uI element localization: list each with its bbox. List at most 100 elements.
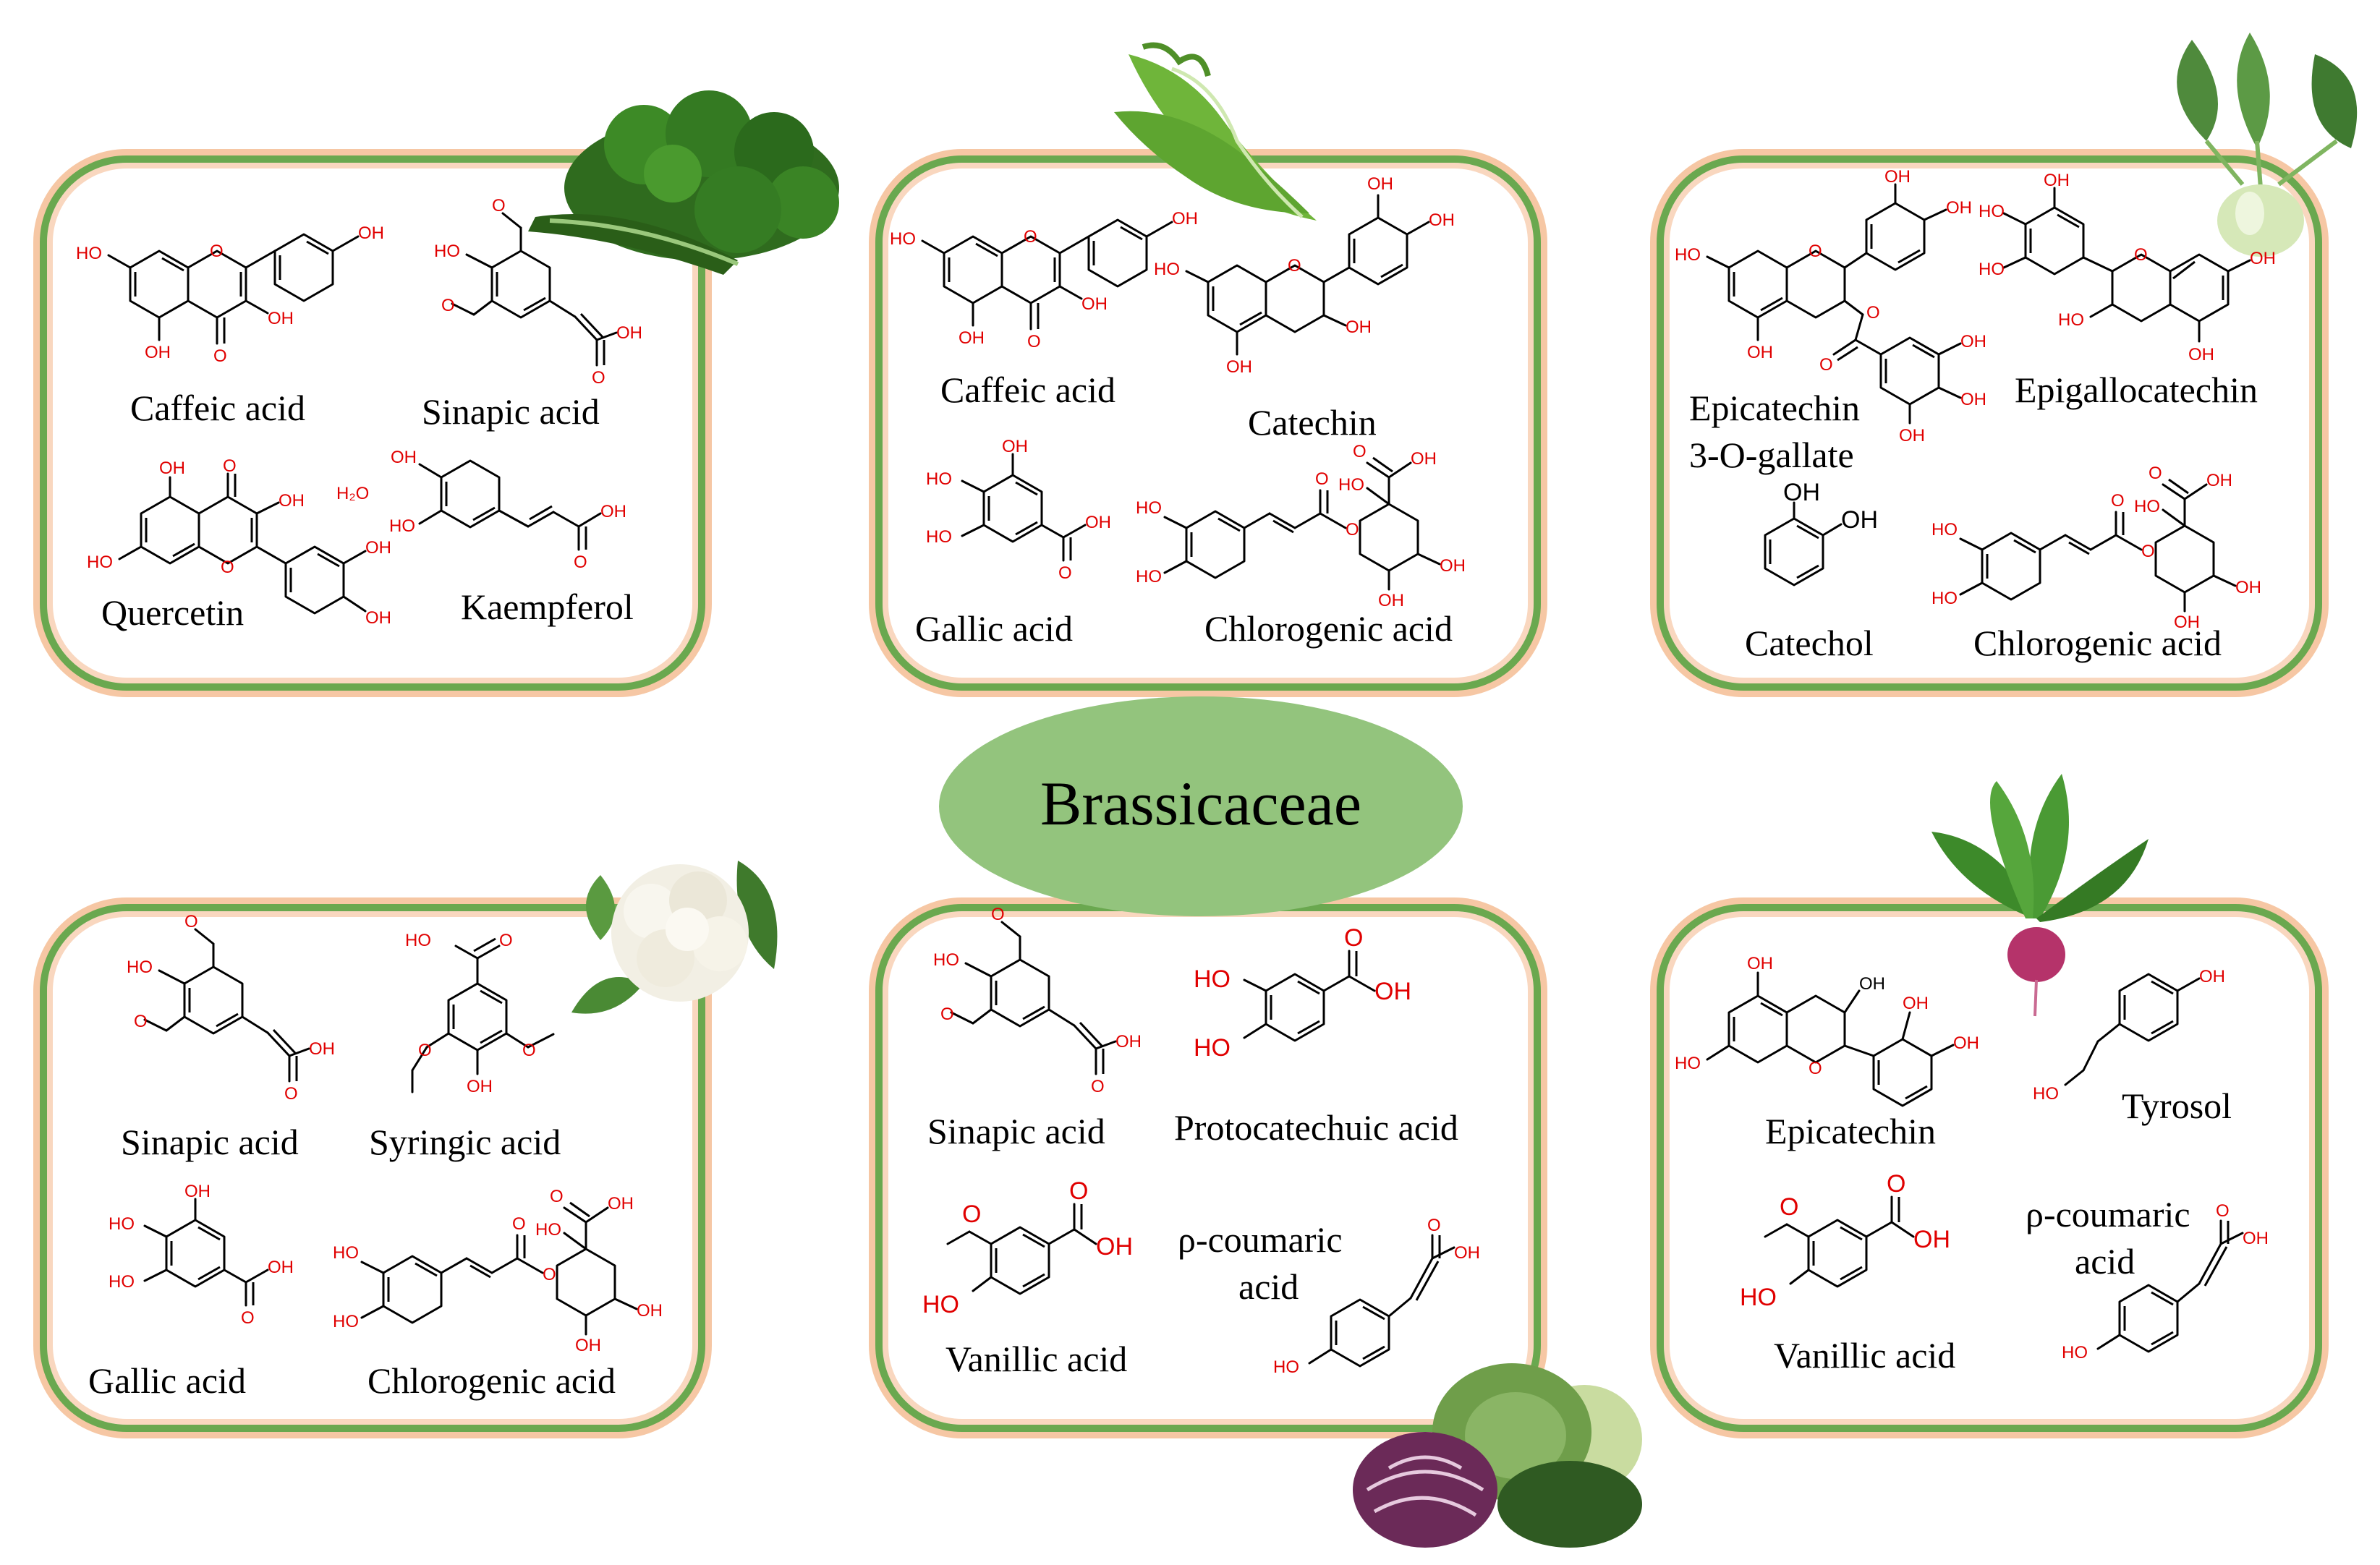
svg-text:OH: OH [1378, 591, 1404, 610]
kohlrabi-chlorogenic-acid-structure: HO HO O O HO OH O OH OH [1931, 464, 2261, 632]
kohlrabi-icon [2177, 33, 2358, 257]
svg-text:OH: OH [1841, 506, 1878, 534]
svg-text:HO: HO [933, 950, 959, 970]
radish-label-p-coumaric: ρ-coumaric [2026, 1194, 2190, 1234]
svg-text:O: O [940, 1005, 954, 1024]
svg-text:O: O [2149, 464, 2162, 483]
svg-text:OH: OH [467, 1077, 493, 1096]
cauliflower-label-sinapic-acid: Sinapic acid [121, 1122, 299, 1162]
svg-text:HO: HO [389, 516, 415, 536]
svg-text:HO: HO [2058, 310, 2084, 330]
svg-text:OH: OH [279, 491, 305, 511]
mustard-label-caffeic-acid: Caffeic acid [940, 370, 1115, 410]
svg-text:OH: OH [1960, 390, 1986, 409]
svg-text:HO: HO [1931, 589, 1958, 608]
syringic-acid-structure: HO O O O OH [405, 931, 555, 1096]
svg-text:HO: HO [1194, 1034, 1231, 1062]
mustard-label-gallic-acid: Gallic acid [915, 608, 1073, 649]
radish-label-vanillic-acid: Vanillic acid [1774, 1335, 1956, 1376]
svg-text:O: O [210, 242, 224, 261]
svg-text:OH: OH [1884, 167, 1911, 187]
svg-text:HO: HO [1136, 567, 1162, 587]
svg-text:OH: OH [2235, 578, 2261, 597]
mustard-label-catechin: Catechin [1248, 402, 1377, 443]
cabbage-vanillic-acid-structure: O HO O OH [922, 1177, 1133, 1318]
svg-text:HO: HO [109, 1272, 135, 1292]
svg-text:O: O [241, 1308, 255, 1328]
svg-text:HO: HO [87, 553, 113, 572]
svg-text:O: O [1058, 563, 1072, 583]
svg-text:O: O [1315, 469, 1329, 489]
radish-epicatechin-structure: OH HO O OH OH OH [1675, 954, 1979, 1107]
svg-text:HO: HO [2134, 497, 2160, 516]
svg-text:HO: HO [434, 242, 460, 261]
mustard-caffeic-acid-structure: O OH O OH HO OH [890, 209, 1198, 351]
kale-compounds-box [40, 155, 705, 691]
svg-text:OH: OH [2174, 613, 2200, 632]
kale-label-caffeic-acid: Caffeic acid [130, 388, 305, 428]
svg-text:HO: HO [109, 1214, 135, 1234]
mustard-greens-icon [1114, 42, 1317, 221]
svg-text:O: O [512, 1214, 526, 1234]
svg-text:O: O [492, 196, 506, 216]
svg-text:OH: OH [575, 1336, 601, 1355]
cabbage-icon [1353, 1363, 1642, 1548]
protocatechuic-acid-structure: HO HO O OH [1194, 924, 1411, 1062]
brassicaceae-ellipse: Brassicaceae [939, 696, 1463, 916]
svg-text:O: O [1809, 242, 1822, 261]
svg-text:HO: HO [1740, 1284, 1777, 1311]
svg-text:OH: OH [358, 223, 384, 243]
cauliflower-sinapic-acid-structure: O HO O OH O [127, 912, 335, 1104]
svg-text:OH: OH [1747, 343, 1773, 362]
cabbage-label-sinapic-acid: Sinapic acid [927, 1111, 1105, 1151]
svg-text:OH: OH [159, 459, 185, 478]
svg-text:OH: OH [1960, 332, 1986, 351]
radish-icon [1931, 774, 2149, 1017]
sinapic-acid-structure: O HO O OH O [434, 196, 642, 388]
svg-text:HO: HO [1136, 498, 1162, 518]
svg-text:O: O [1427, 1216, 1441, 1235]
svg-text:HO: HO [1338, 475, 1364, 495]
brassicaceae-title: Brassicaceae [1040, 769, 1361, 838]
svg-text:HO: HO [333, 1312, 359, 1331]
svg-text:HO: HO [1154, 260, 1180, 279]
svg-text:OH: OH [268, 1258, 294, 1277]
cauliflower-chlorogenic-acid-structure: HO HO O O HO OH O OH OH [333, 1187, 663, 1355]
cabbage-compounds-box [875, 904, 1541, 1432]
svg-text:OH: OH [1172, 209, 1198, 229]
cabbage-p-coumaric-acid-structure: HO OH O [1273, 1216, 1480, 1377]
catechin-structure: O HO OH OH OH OH [1154, 174, 1455, 377]
svg-text:HO: HO [1979, 202, 2005, 221]
svg-text:O: O [1069, 1177, 1088, 1205]
svg-text:OH: OH [608, 1194, 634, 1214]
svg-text:O: O [991, 905, 1005, 924]
kohlrabi-compounds-box [1657, 155, 2322, 691]
svg-text:OH: OH [365, 608, 391, 628]
svg-text:O: O [1819, 355, 1833, 375]
svg-text:O: O [213, 346, 227, 366]
svg-text:OH: OH [1096, 1233, 1133, 1261]
cabbage-sinapic-acid-structure: O HO O OH O [933, 905, 1142, 1096]
svg-text:OH: OH [1411, 449, 1437, 469]
svg-text:O: O [1809, 1059, 1822, 1078]
svg-text:O: O [499, 931, 513, 950]
svg-text:OH: OH [184, 1182, 211, 1201]
svg-text:OH: OH [2206, 471, 2232, 490]
svg-text:OH: OH [309, 1039, 335, 1059]
kohlrabi-label-epigallocatechin: Epigallocatechin [2015, 370, 2258, 410]
svg-text:OH: OH [1081, 294, 1108, 314]
svg-text:HO: HO [76, 244, 102, 263]
kale-label-kaempferol: Kaempferol [461, 587, 634, 627]
svg-text:HO: HO [2033, 1084, 2059, 1104]
svg-text:OH: OH [2044, 171, 2070, 190]
svg-text:OH: OH [1429, 210, 1455, 230]
svg-text:HO: HO [890, 229, 916, 249]
cauliflower-label-chlorogenic-acid: Chlorogenic acid [367, 1360, 616, 1401]
svg-text:O: O [2134, 245, 2148, 265]
tyrosol-structure: OH HO [2033, 967, 2225, 1104]
svg-text:O: O [543, 1265, 556, 1284]
svg-text:OH: OH [145, 343, 171, 362]
svg-text:O: O [1288, 256, 1301, 276]
cabbage-label-p-coumaric: ρ-coumaric [1178, 1219, 1343, 1260]
cauliflower-icon [571, 861, 778, 1014]
